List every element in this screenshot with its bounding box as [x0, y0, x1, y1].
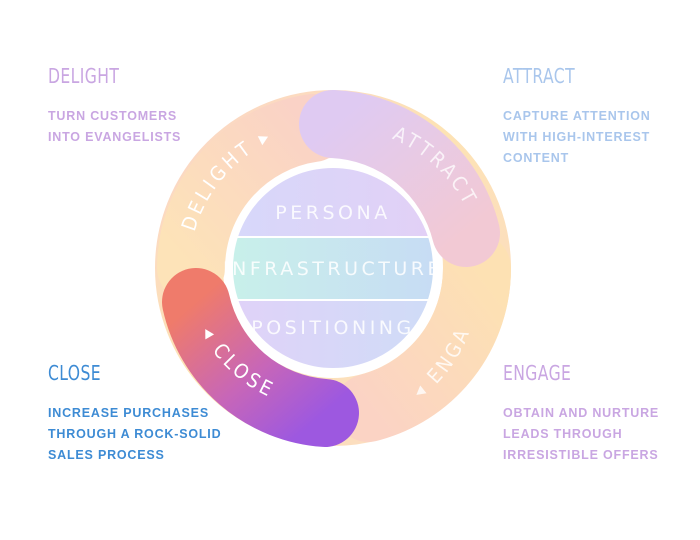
attract-arc[interactable] [299, 90, 500, 267]
engage-description: ENGAGE OBTAIN AND NURTURE LEADS THROUGH … [503, 361, 700, 466]
delight-title: DELIGHT [48, 64, 120, 88]
delight-description: DELIGHT TURN CUSTOMERS INTO EVANGELISTS [48, 64, 248, 148]
persona-label: PERSONA [275, 202, 390, 224]
close-line-2: THROUGH A ROCK-SOLID [48, 427, 222, 441]
infrastructure-band [233, 238, 433, 299]
close-description: CLOSE INCREASE PURCHASES THROUGH A ROCK-… [48, 361, 248, 466]
close-line-3: SALES PROCESS [48, 448, 165, 462]
positioning-label: POSITIONING [251, 317, 415, 339]
close-title: CLOSE [48, 361, 102, 385]
engage-line-1: OBTAIN AND NURTURE [503, 406, 660, 420]
delight-line-2: INTO EVANGELISTS [48, 130, 182, 144]
engage-line-2: LEADS THROUGH [503, 427, 623, 441]
infrastructure-label: INFRASTRUCTURE [223, 258, 443, 280]
attract-line-3: CONTENT [503, 151, 570, 165]
engage-line-3: IRRESISTIBLE OFFERS [503, 448, 659, 462]
delight-line-1: TURN CUSTOMERS [48, 109, 178, 123]
attract-description: ATTRACT CAPTURE ATTENTION WITH HIGH-INTE… [503, 64, 700, 169]
delight-arc[interactable] [157, 94, 347, 302]
engage-title: ENGAGE [503, 361, 572, 385]
close-line-1: INCREASE PURCHASES [48, 406, 209, 420]
engage-arc[interactable] [334, 234, 512, 442]
attract-line-2: WITH HIGH-INTEREST [503, 130, 651, 144]
close-arc[interactable] [162, 268, 359, 447]
attract-title: ATTRACT [503, 64, 576, 88]
attract-line-1: CAPTURE ATTENTION [503, 109, 651, 123]
